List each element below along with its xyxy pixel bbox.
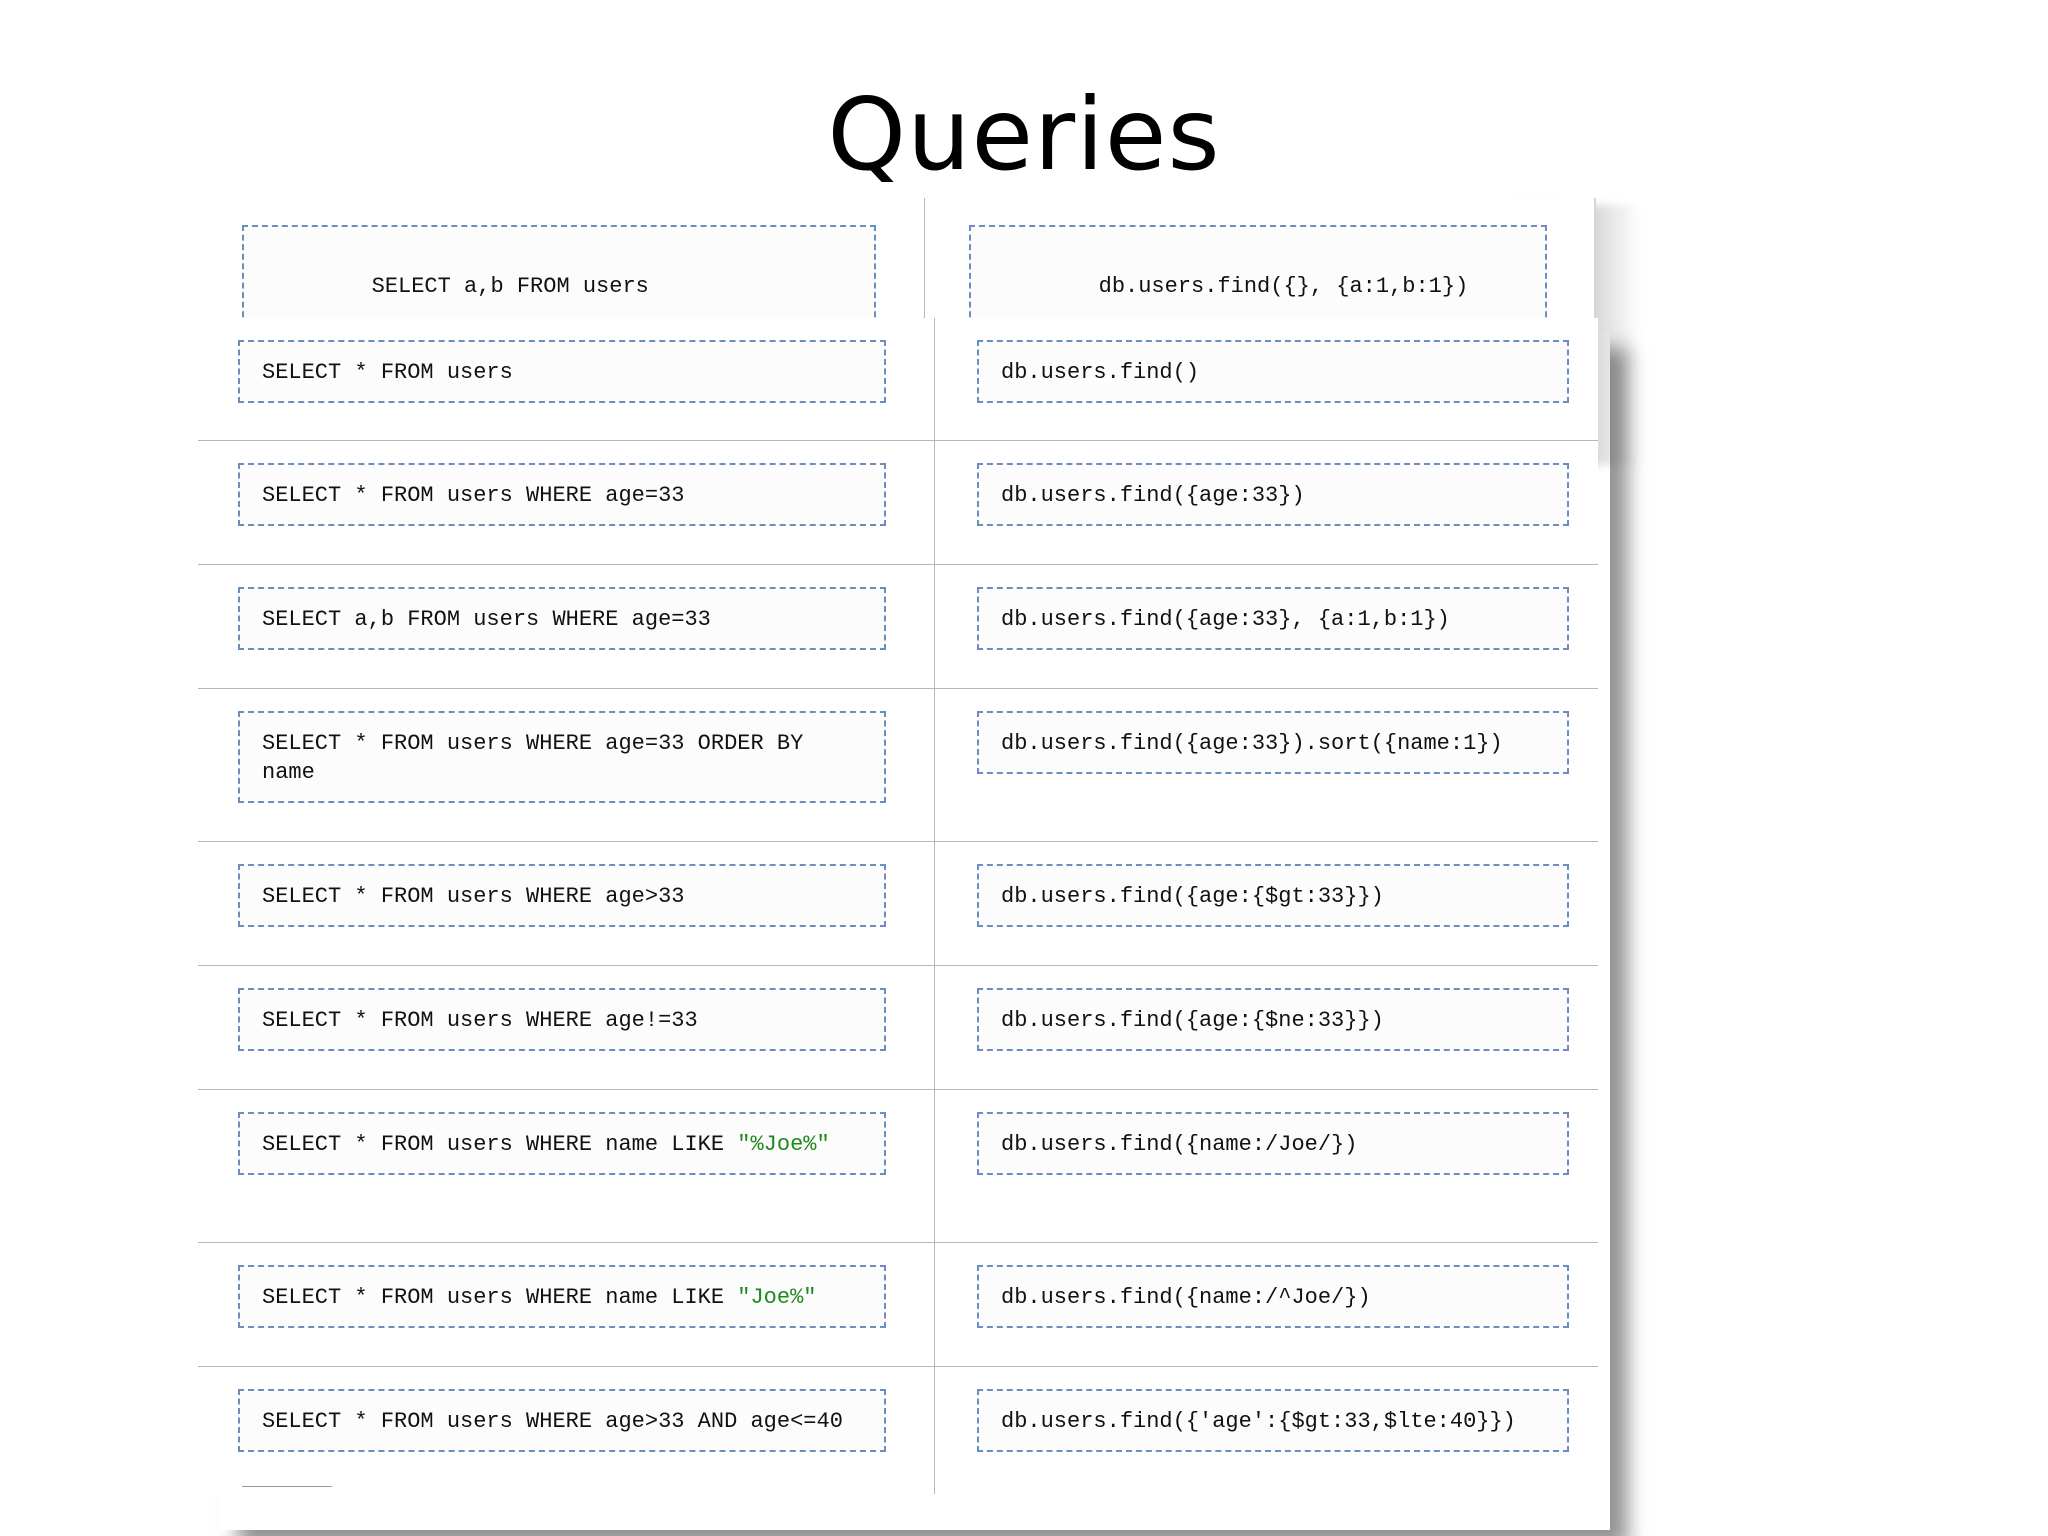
- mongo-code-box: db.users.find({age:33}).sort({name:1}): [977, 711, 1569, 774]
- mongo-code: db.users.find({age:33}): [1001, 483, 1305, 508]
- sql-code-box: SELECT * FROM users WHERE age=33: [238, 463, 886, 526]
- sql-string-literal: "Joe%": [737, 1285, 817, 1310]
- mongo-cell: db.users.find({age:33}): [935, 441, 1598, 564]
- sql-cell: SELECT * FROM users WHERE age>33 AND age…: [198, 1367, 935, 1494]
- mongo-cell: db.users.find({age:33}).sort({name:1}): [935, 689, 1598, 841]
- mongo-code: db.users.find({age:33}).sort({name:1}): [1001, 731, 1503, 756]
- mongo-code: db.users.find({age:{$gt:33}}): [1001, 884, 1384, 909]
- mongo-cell: db.users.find(): [935, 318, 1598, 440]
- mongo-code-box: db.users.find({name:/^Joe/}): [977, 1265, 1569, 1328]
- sql-code-box: SELECT * FROM users WHERE age>33 AND age…: [238, 1389, 886, 1452]
- mongo-code: db.users.find({'age':{$gt:33,$lte:40}}): [1001, 1409, 1516, 1434]
- comparison-row: SELECT a,b FROM users WHERE age=33 db.us…: [198, 565, 1598, 689]
- sql-cell: SELECT a,b FROM users: [198, 198, 925, 346]
- mongo-cell: db.users.find({age:{$gt:33}}): [935, 842, 1598, 965]
- comparison-row: SELECT * FROM users WHERE age!=33 db.use…: [198, 966, 1598, 1090]
- sql-code-box: SELECT * FROM users WHERE age!=33: [238, 988, 886, 1051]
- sql-code-box: SELECT * FROM users WHERE name LIKE "Joe…: [238, 1265, 886, 1328]
- mongo-cell: db.users.find({age:33}, {a:1,b:1}): [935, 565, 1598, 688]
- sql-code-box: SELECT a,b FROM users WHERE age=33: [238, 587, 886, 650]
- query-comparison-table: SELECT * FROM users db.users.find() SELE…: [198, 318, 1598, 1494]
- comparison-row: SELECT * FROM users WHERE age>33 db.user…: [198, 842, 1598, 966]
- image-edge-mark: [242, 1486, 332, 1491]
- sql-cell: SELECT * FROM users WHERE age!=33: [198, 966, 935, 1089]
- sql-code: SELECT * FROM users WHERE name LIKE: [262, 1132, 738, 1157]
- sql-cell: SELECT * FROM users WHERE name LIKE "Joe…: [198, 1243, 935, 1366]
- mongo-code: db.users.find({name:/Joe/}): [1001, 1132, 1358, 1157]
- sql-code: SELECT * FROM users WHERE age=33 ORDER B…: [262, 731, 817, 785]
- comparison-row: SELECT * FROM users db.users.find(): [198, 318, 1598, 441]
- sql-cell: SELECT a,b FROM users WHERE age=33: [198, 565, 935, 688]
- comparison-row: SELECT * FROM users WHERE name LIKE "Joe…: [198, 1243, 1598, 1367]
- mongo-code-box: db.users.find({age:33}, {a:1,b:1}): [977, 587, 1569, 650]
- mongo-code-box: db.users.find({age:{$ne:33}}): [977, 988, 1569, 1051]
- sql-code: SELECT * FROM users: [262, 360, 513, 385]
- sql-code: SELECT * FROM users WHERE age>33: [262, 884, 685, 909]
- comparison-row: SELECT * FROM users WHERE age=33 db.user…: [198, 441, 1598, 565]
- mongo-code-box: db.users.find({age:33}): [977, 463, 1569, 526]
- sql-code-box: SELECT * FROM users WHERE age=33 ORDER B…: [238, 711, 886, 803]
- mongo-code-box: db.users.find({'age':{$gt:33,$lte:40}}): [977, 1389, 1569, 1452]
- comparison-row-top: SELECT a,b FROM users db.users.find({}, …: [198, 198, 1596, 346]
- mongo-cell: db.users.find({name:/Joe/}): [935, 1090, 1598, 1242]
- mongo-code-box: db.users.find({age:{$gt:33}}): [977, 864, 1569, 927]
- sql-code: SELECT * FROM users WHERE age!=33: [262, 1008, 698, 1033]
- mongo-cell: db.users.find({name:/^Joe/}): [935, 1243, 1598, 1366]
- sql-code: SELECT a,b FROM users WHERE age=33: [262, 607, 711, 632]
- sql-cell: SELECT * FROM users WHERE age=33: [198, 441, 935, 564]
- mongo-code: db.users.find({age:33}, {a:1,b:1}): [1001, 607, 1450, 632]
- sql-code-box: SELECT * FROM users WHERE age>33: [238, 864, 886, 927]
- sql-code: SELECT * FROM users WHERE name LIKE: [262, 1285, 738, 1310]
- sql-cell: SELECT * FROM users WHERE age>33: [198, 842, 935, 965]
- comparison-row: SELECT * FROM users WHERE age>33 AND age…: [198, 1367, 1598, 1494]
- slide-title: Queries: [827, 76, 1221, 193]
- comparison-row: SELECT * FROM users WHERE age=33 ORDER B…: [198, 689, 1598, 842]
- mongo-code: db.users.find({}, {a:1,b:1}): [1098, 274, 1469, 299]
- comparison-row: SELECT * FROM users WHERE name LIKE "%Jo…: [198, 1090, 1598, 1243]
- mongo-code-box: db.users.find({name:/Joe/}): [977, 1112, 1569, 1175]
- sql-cell: SELECT * FROM users WHERE name LIKE "%Jo…: [198, 1090, 935, 1242]
- mongo-cell: db.users.find({}, {a:1,b:1}): [925, 198, 1594, 346]
- sql-code: SELECT * FROM users WHERE age>33 AND age…: [262, 1409, 843, 1434]
- sql-code: SELECT * FROM users WHERE age=33: [262, 483, 685, 508]
- mongo-code: db.users.find({name:/^Joe/}): [1001, 1285, 1371, 1310]
- mongo-code-box: db.users.find(): [977, 340, 1569, 403]
- mongo-code: db.users.find({age:{$ne:33}}): [1001, 1008, 1384, 1033]
- mongo-cell: db.users.find({'age':{$gt:33,$lte:40}}): [935, 1367, 1598, 1494]
- sql-string-literal: "%Joe%": [737, 1132, 830, 1157]
- sql-cell: SELECT * FROM users WHERE age=33 ORDER B…: [198, 689, 935, 841]
- sql-code: SELECT a,b FROM users: [371, 274, 649, 299]
- mongo-cell: db.users.find({age:{$ne:33}}): [935, 966, 1598, 1089]
- sql-cell: SELECT * FROM users: [198, 318, 935, 440]
- sql-code-box: SELECT * FROM users WHERE name LIKE "%Jo…: [238, 1112, 886, 1175]
- mongo-code: db.users.find(): [1001, 360, 1200, 385]
- sql-code-box: SELECT * FROM users: [238, 340, 886, 403]
